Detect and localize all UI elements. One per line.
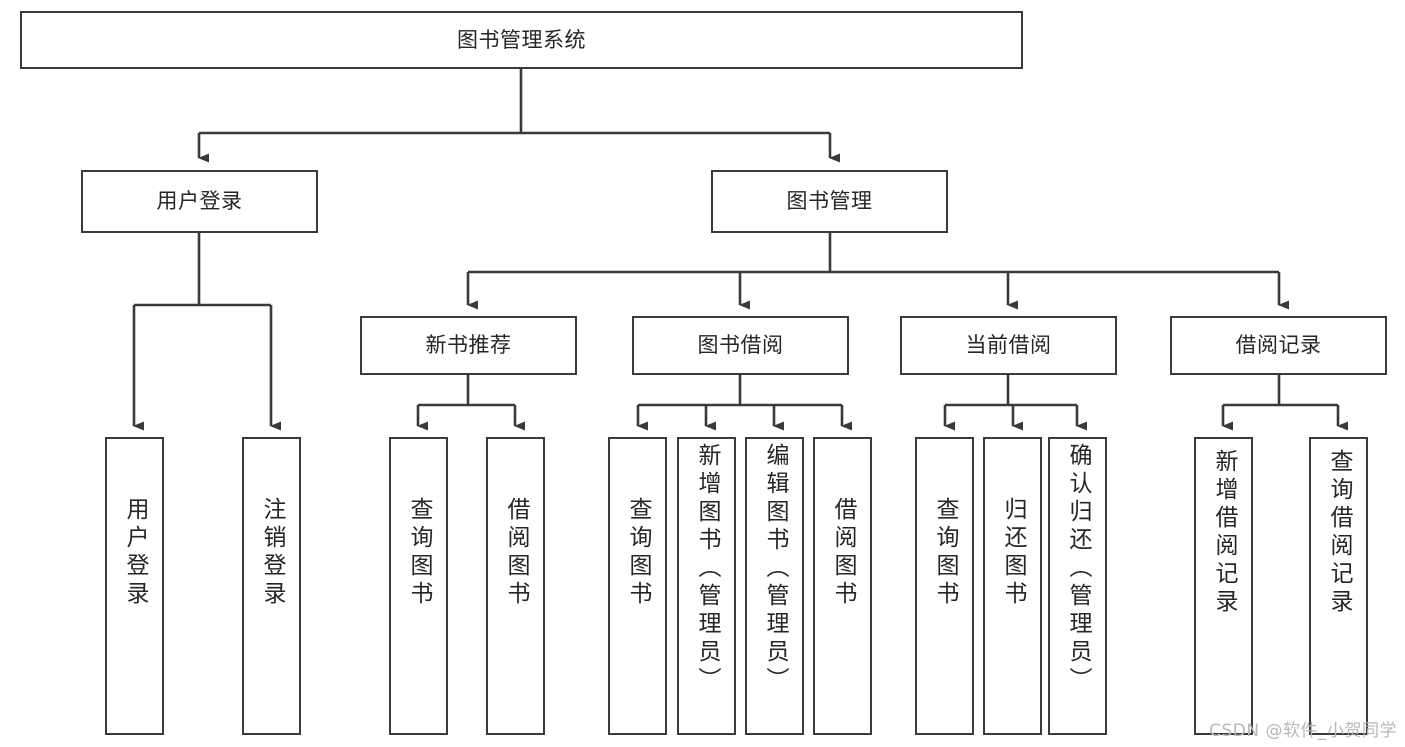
node-label: 当前借阅 <box>965 333 1052 358</box>
node-label: 图书管理 <box>786 189 873 214</box>
node-label: 归还图书 <box>1000 497 1026 609</box>
edge-record-to-leaves <box>1221 375 1348 431</box>
edge-bookmgmt-to-level2 <box>466 233 1289 310</box>
node-label: 新增图书（管理员） <box>694 443 720 695</box>
node-current-borrowing[interactable]: 当前借阅 <box>900 316 1117 375</box>
node-leaf-add-borrow-record[interactable]: 新增借阅记录 <box>1194 437 1253 735</box>
node-label: 新增借阅记录 <box>1211 449 1237 617</box>
edge-current-to-leaves <box>943 375 1087 431</box>
node-label: 借阅记录 <box>1235 333 1322 358</box>
node-label: 查询图书 <box>625 497 651 609</box>
node-label: 查询借阅记录 <box>1326 449 1352 617</box>
node-label: 编辑图书（管理员） <box>762 443 788 695</box>
node-user-login[interactable]: 用户登录 <box>81 170 318 233</box>
node-borrowing-record[interactable]: 借阅记录 <box>1170 316 1387 375</box>
node-label: 图书管理系统 <box>457 27 586 52</box>
node-leaf-borrow-book[interactable]: 借阅图书 <box>813 437 872 735</box>
node-new-book-recommendation[interactable]: 新书推荐 <box>360 316 577 375</box>
node-label: 查询图书 <box>406 497 432 609</box>
node-label: 查询图书 <box>932 497 958 609</box>
node-book-management[interactable]: 图书管理 <box>711 170 948 233</box>
node-leaf-add-book-admin[interactable]: 新增图书（管理员） <box>677 437 736 735</box>
node-root-book-management-system[interactable]: 图书管理系统 <box>20 11 1023 69</box>
node-leaf-confirm-return-admin[interactable]: 确认归还（管理员） <box>1048 437 1107 735</box>
node-leaf-edit-book-admin[interactable]: 编辑图书（管理员） <box>745 437 804 735</box>
node-leaf-query-book-current[interactable]: 查询图书 <box>915 437 974 735</box>
node-leaf-query-book-newbook[interactable]: 查询图书 <box>389 437 448 735</box>
node-leaf-borrow-book-newbook[interactable]: 借阅图书 <box>486 437 545 735</box>
node-book-borrowing[interactable]: 图书借阅 <box>632 316 849 375</box>
node-leaf-query-borrow-record[interactable]: 查询借阅记录 <box>1309 437 1368 735</box>
edge-newbook-to-leaves <box>416 375 525 431</box>
node-leaf-return-book[interactable]: 归还图书 <box>983 437 1042 735</box>
node-label: 借阅图书 <box>830 497 856 609</box>
edge-root-to-level1 <box>197 69 840 163</box>
node-label: 借阅图书 <box>503 497 529 609</box>
edge-userlogin-to-leaves <box>132 233 281 431</box>
edge-borrow-to-leaves <box>636 375 852 431</box>
node-label: 图书借阅 <box>697 333 784 358</box>
node-leaf-query-book-borrow[interactable]: 查询图书 <box>608 437 667 735</box>
node-label: 确认归还（管理员） <box>1065 443 1091 695</box>
node-label: 用户登录 <box>122 497 148 609</box>
node-label: 用户登录 <box>156 189 243 214</box>
node-label: 注销登录 <box>259 497 285 609</box>
node-leaf-user-login[interactable]: 用户登录 <box>105 437 164 735</box>
node-label: 新书推荐 <box>425 333 512 358</box>
node-leaf-logout[interactable]: 注销登录 <box>242 437 301 735</box>
